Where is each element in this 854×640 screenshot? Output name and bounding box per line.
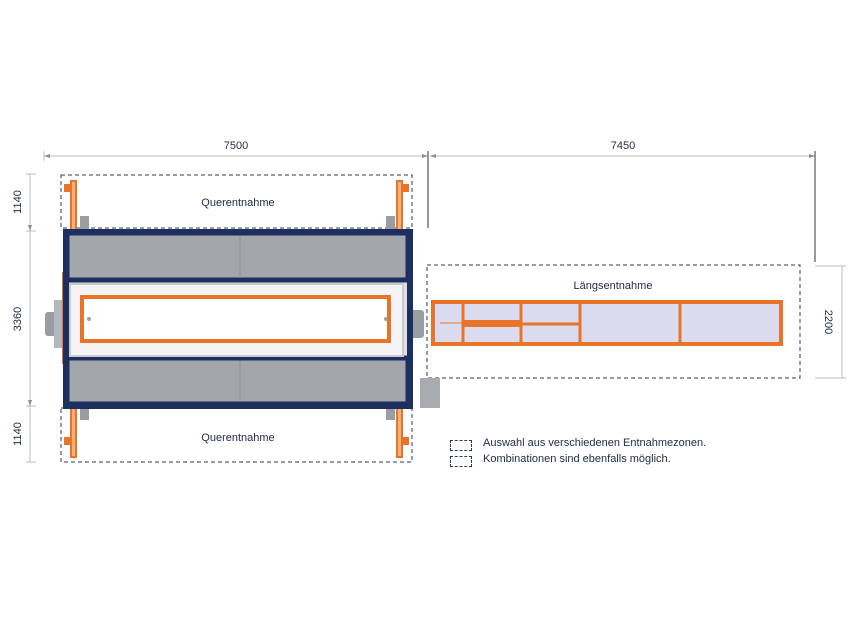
- zone-label-cross-bottom: Querentnahme: [201, 432, 274, 444]
- zone-label-longitudinal: Längsentnahme: [574, 280, 653, 292]
- dim-label-7450: 7450: [611, 140, 635, 152]
- dimension-lines: [26, 151, 846, 463]
- dim-label-2200: 2200: [822, 310, 834, 334]
- legend-dashed-box-1: [450, 440, 472, 451]
- zone-cross-top: [60, 174, 413, 229]
- side-drives: [45, 300, 440, 408]
- dim-label-1140-bottom: 1140: [12, 422, 24, 446]
- legend-text-line-1: Auswahl aus verschiedenen Entnahmezonen.: [483, 437, 707, 449]
- upper-bay: [64, 230, 411, 283]
- zone-longitudinal: [426, 264, 801, 379]
- dim-label-7500: 7500: [224, 140, 248, 152]
- dimension-ticks: [28, 154, 815, 406]
- cross-transfer-top: [64, 180, 409, 232]
- lower-bay: [64, 355, 411, 407]
- legend: Auswahl aus verschiedenen Entnahmezonen.…: [450, 436, 780, 470]
- legend-dashed-box-2: [450, 456, 472, 467]
- cross-transfer-bottom: [64, 406, 409, 458]
- dim-label-3360: 3360: [12, 307, 24, 331]
- dim-label-1140-top: 1140: [12, 190, 24, 214]
- central-bed: [80, 295, 391, 343]
- zone-label-cross-top: Querentnahme: [201, 197, 274, 209]
- machine-frame: [62, 229, 413, 409]
- legend-text-line-2: Kombinationen sind ebenfalls möglich.: [483, 453, 671, 465]
- longitudinal-conveyor: [431, 300, 783, 346]
